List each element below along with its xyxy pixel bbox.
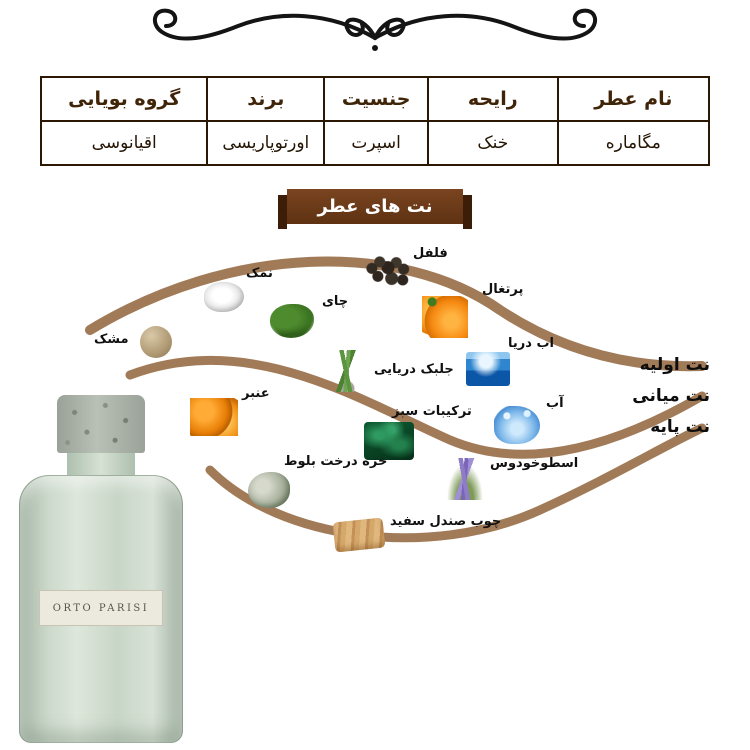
legend-middle-note: نت میانی xyxy=(632,386,710,406)
value-scent: خنک xyxy=(427,120,559,166)
note-lavender: اسطوخودوس xyxy=(444,456,578,500)
notes-banner-title: نت های عطر xyxy=(317,196,433,217)
lavender-icon xyxy=(444,458,486,500)
note-label: پرتغال xyxy=(482,282,524,297)
note-sandalwood: چوب صندل سفید xyxy=(332,514,501,553)
oak-moss-icon xyxy=(248,472,290,508)
pepper-icon xyxy=(365,254,411,290)
perfume-bottle-image: ORTO PARISI xyxy=(15,395,187,747)
musk-icon xyxy=(140,326,172,358)
water-icon xyxy=(494,406,540,444)
notes-banner: نت های عطر xyxy=(278,189,472,229)
value-gender: اسپرت xyxy=(323,120,430,166)
tea-icon xyxy=(270,304,314,338)
note-water: آب xyxy=(494,396,564,444)
ornament-flourish-icon xyxy=(152,8,598,51)
note-salt: نمک xyxy=(204,266,273,312)
note-amber: عنبر xyxy=(190,386,270,436)
note-seaweed: جلبک دریایی xyxy=(324,350,454,392)
seaweed-icon xyxy=(324,350,370,392)
note-tea: چای xyxy=(270,294,348,338)
note-label: ترکیبات سبز xyxy=(392,404,472,419)
note-orange: پرتغال xyxy=(422,282,523,338)
note-label: مشک xyxy=(94,332,129,347)
note-oak-moss: خزه درخت بلوط xyxy=(248,454,387,508)
value-olfactory-group: اقیانوسی xyxy=(39,120,209,166)
note-label: خزه درخت بلوط xyxy=(284,454,388,469)
sea-water-icon xyxy=(466,352,510,386)
bottle-brand-label: ORTO PARISI xyxy=(39,590,163,626)
amber-icon xyxy=(190,398,238,436)
note-label: اسطوخودوس xyxy=(490,456,579,471)
note-pepper: فلفل xyxy=(365,246,448,290)
header-gender: جنسیت xyxy=(323,76,430,122)
note-label: آب xyxy=(546,396,564,411)
header-perfume-name: نام عطر xyxy=(556,76,711,122)
bottle-neck xyxy=(67,453,135,477)
legend-top-note: نت اولیه xyxy=(639,355,710,375)
green-notes-icon xyxy=(364,422,414,460)
table-value-row: مگاماره خنک اسپرت اورتوپاریسی اقیانوسی xyxy=(39,120,711,166)
note-label: چوب صندل سفید xyxy=(390,514,502,529)
note-label: نمک xyxy=(246,266,273,281)
bottle-cap xyxy=(57,395,145,453)
legend-base-note: نت پایه xyxy=(650,417,710,437)
salt-icon xyxy=(204,282,244,312)
perfume-info-table: نام عطر رایحه جنسیت برند گروه بویایی مگا… xyxy=(39,76,711,166)
table-header-row: نام عطر رایحه جنسیت برند گروه بویایی xyxy=(39,76,711,122)
note-green-compounds: ترکیبات سبز xyxy=(364,404,472,460)
note-label: جلبک دریایی xyxy=(374,362,454,377)
header-scent: رایحه xyxy=(427,76,559,122)
note-musk: مشک xyxy=(94,326,172,358)
value-perfume-name: مگاماره xyxy=(556,120,711,166)
note-label: عنبر xyxy=(242,386,270,401)
note-label: چای xyxy=(322,294,349,309)
value-brand: اورتوپاریسی xyxy=(206,120,326,166)
orange-icon xyxy=(422,296,468,338)
note-label: فلفل xyxy=(413,246,448,261)
note-sea-water: اب دریا xyxy=(466,336,554,386)
notes-legend: نت اولیه نت میانی نت پایه xyxy=(632,350,710,443)
header-brand: برند xyxy=(206,76,326,122)
sandalwood-icon xyxy=(332,517,386,553)
header-olfactory-group: گروه بویایی xyxy=(39,76,209,122)
note-label: اب دریا xyxy=(508,336,554,351)
